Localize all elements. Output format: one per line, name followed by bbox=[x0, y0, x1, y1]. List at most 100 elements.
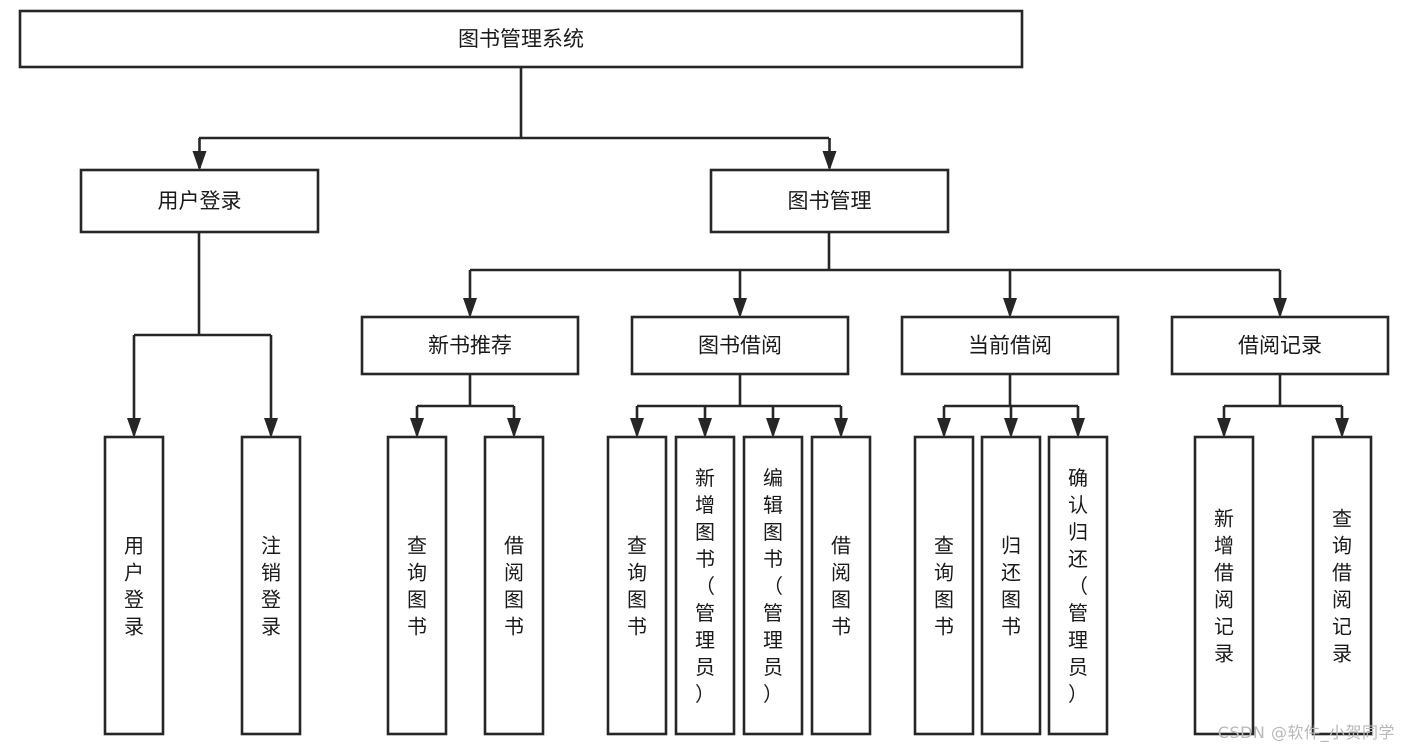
node-box[interactable] bbox=[980, 435, 1042, 736]
edge-n_borrow-to-l8 bbox=[834, 406, 848, 438]
node-label: 新书推荐 bbox=[428, 334, 512, 358]
edge-root-to-n_user_login bbox=[192, 138, 207, 171]
node-box[interactable] bbox=[742, 435, 804, 736]
edge-n_new_rec-to-l3 bbox=[410, 406, 424, 438]
node-box[interactable] bbox=[913, 435, 975, 736]
arrow-head-icon bbox=[937, 418, 951, 438]
node-label: 用户登录 bbox=[124, 534, 144, 639]
edge-n_current-to-l11 bbox=[1071, 406, 1085, 438]
edge-root-to-n_book_mgmt bbox=[822, 138, 837, 171]
node-box[interactable] bbox=[674, 435, 736, 736]
node-l5[interactable]: 查询图书 bbox=[606, 435, 668, 736]
node-l13[interactable]: 查询借阅记录 bbox=[1311, 435, 1373, 736]
arrow-head-icon bbox=[463, 298, 477, 318]
node-n_current[interactable]: 当前借阅 bbox=[900, 315, 1120, 376]
node-n_book_mgmt[interactable]: 图书管理 bbox=[709, 168, 950, 234]
node-l11[interactable]: 确认归还（管理员） bbox=[1047, 435, 1109, 736]
node-n_records[interactable]: 借阅记录 bbox=[1170, 315, 1390, 376]
connector-new-rec-bus bbox=[417, 374, 514, 408]
arrow-head-icon bbox=[698, 418, 712, 438]
node-box[interactable] bbox=[18, 9, 1024, 69]
node-l6[interactable]: 新增图书（管理员） bbox=[674, 435, 736, 736]
edge-n_book_mgmt-to-n_new_rec bbox=[463, 270, 477, 318]
arrow-head-icon bbox=[766, 418, 780, 438]
edge-n_current-to-l9 bbox=[937, 406, 951, 438]
node-box[interactable] bbox=[1311, 435, 1373, 736]
node-box[interactable] bbox=[1170, 315, 1390, 376]
node-box[interactable] bbox=[810, 435, 872, 736]
edges-layer bbox=[127, 67, 1349, 438]
node-label: 图书管理系统 bbox=[458, 27, 584, 51]
edge-n_new_rec-to-l4 bbox=[507, 406, 521, 438]
node-label: 当前借阅 bbox=[968, 334, 1052, 358]
arrow-head-icon bbox=[410, 418, 424, 438]
node-box[interactable] bbox=[79, 168, 320, 234]
node-l1[interactable]: 用户登录 bbox=[103, 435, 165, 736]
node-label: 新增图书（管理员） bbox=[695, 466, 715, 706]
node-l8[interactable]: 借阅图书 bbox=[810, 435, 872, 736]
node-label: 借阅图书 bbox=[504, 534, 524, 639]
node-box[interactable] bbox=[709, 168, 950, 234]
node-box[interactable] bbox=[606, 435, 668, 736]
edge-n_borrow-to-l6 bbox=[698, 406, 712, 438]
node-box[interactable] bbox=[1047, 435, 1109, 736]
arrow-head-icon bbox=[264, 418, 278, 438]
node-box[interactable] bbox=[483, 435, 545, 736]
edge-n_user_login-to-l2 bbox=[264, 335, 278, 438]
node-box[interactable] bbox=[630, 315, 850, 376]
edge-n_records-to-l12 bbox=[1217, 406, 1231, 438]
node-box[interactable] bbox=[1193, 435, 1255, 736]
node-box[interactable] bbox=[360, 315, 580, 376]
node-box[interactable] bbox=[103, 435, 165, 736]
arrow-head-icon bbox=[1004, 418, 1018, 438]
edge-n_current-to-l10 bbox=[1004, 406, 1018, 438]
arrow-head-icon bbox=[822, 151, 837, 171]
node-label: 注销登录 bbox=[261, 534, 281, 639]
connector-user-login-bus bbox=[134, 232, 271, 337]
node-l7[interactable]: 编辑图书（管理员） bbox=[742, 435, 804, 736]
connector-root-bus bbox=[199, 67, 829, 140]
node-label: 新增借阅记录 bbox=[1214, 507, 1234, 666]
node-box[interactable] bbox=[240, 435, 302, 736]
node-label: 查询图书 bbox=[934, 534, 954, 639]
node-l12[interactable]: 新增借阅记录 bbox=[1193, 435, 1255, 736]
arrow-head-icon bbox=[1071, 418, 1085, 438]
edge-n_records-to-l13 bbox=[1335, 406, 1349, 438]
node-l2[interactable]: 注销登录 bbox=[240, 435, 302, 736]
edge-n_borrow-to-l5 bbox=[630, 406, 644, 438]
node-label: 借阅记录 bbox=[1238, 334, 1322, 358]
node-label: 图书借阅 bbox=[698, 334, 782, 358]
node-label: 查询图书 bbox=[627, 534, 647, 639]
node-root[interactable]: 图书管理系统 bbox=[18, 9, 1024, 69]
arrow-head-icon bbox=[1217, 418, 1231, 438]
edge-n_user_login-to-l1 bbox=[127, 335, 141, 438]
node-l9[interactable]: 查询图书 bbox=[913, 435, 975, 736]
node-box[interactable] bbox=[900, 315, 1120, 376]
arrow-head-icon bbox=[834, 418, 848, 438]
arrow-head-icon bbox=[1003, 298, 1017, 318]
arrow-head-icon bbox=[733, 298, 747, 318]
node-n_borrow[interactable]: 图书借阅 bbox=[630, 315, 850, 376]
node-label: 用户登录 bbox=[158, 189, 242, 213]
connector-borrow-bus bbox=[637, 374, 841, 408]
connector-book-mgmt-bus bbox=[470, 232, 1280, 272]
nodes-layer: 图书管理系统用户登录图书管理新书推荐图书借阅当前借阅借阅记录用户登录注销登录查询… bbox=[18, 9, 1390, 736]
arrow-head-icon bbox=[1273, 298, 1287, 318]
node-l10[interactable]: 归还图书 bbox=[980, 435, 1042, 736]
connector-records-bus bbox=[1224, 374, 1342, 408]
arrow-head-icon bbox=[192, 151, 207, 171]
node-n_new_rec[interactable]: 新书推荐 bbox=[360, 315, 580, 376]
arrow-head-icon bbox=[127, 418, 141, 438]
node-label: 确认归还（管理员） bbox=[1068, 466, 1088, 706]
arrow-head-icon bbox=[630, 418, 644, 438]
node-label: 借阅图书 bbox=[831, 534, 851, 639]
edge-n_book_mgmt-to-n_current bbox=[1003, 270, 1017, 318]
node-box[interactable] bbox=[386, 435, 448, 736]
node-n_user_login[interactable]: 用户登录 bbox=[79, 168, 320, 234]
node-l4[interactable]: 借阅图书 bbox=[483, 435, 545, 736]
node-l3[interactable]: 查询图书 bbox=[386, 435, 448, 736]
node-label: 查询借阅记录 bbox=[1332, 507, 1352, 666]
edge-n_borrow-to-l7 bbox=[766, 406, 780, 438]
